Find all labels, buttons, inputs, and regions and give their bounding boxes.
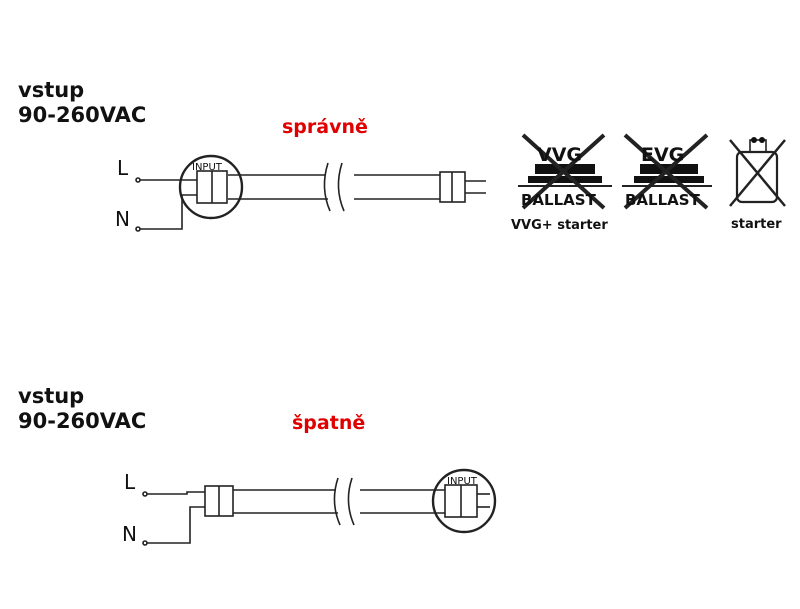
wrong-input-circle-icon <box>431 468 497 534</box>
evg-bottom-text: BALLAST <box>625 191 701 209</box>
vvg-bottom-text: BALLAST <box>521 191 597 209</box>
wrong-line-terminal <box>142 491 148 497</box>
wrong-input-tag: INPUT <box>447 476 478 487</box>
vvg-top-text: VVG <box>537 144 582 166</box>
vvg-ballast-crossed-icon <box>518 133 612 210</box>
correct-neutral-label: N <box>115 207 130 231</box>
vvg-caption: VVG+ starter <box>511 218 608 233</box>
correct-input-heading: vstup <box>18 78 85 102</box>
wrong-neutral-label: N <box>122 522 137 546</box>
correct-neutral-wire <box>140 194 197 230</box>
evg-ballast-crossed-icon <box>622 133 712 210</box>
wrong-neutral-wire <box>147 506 205 544</box>
starter-crossed-icon <box>729 137 786 207</box>
correct-neutral-terminal <box>135 226 141 232</box>
evg-top-text: EVG <box>641 144 684 166</box>
correct-status-label: správně <box>282 116 368 138</box>
wrong-neutral-terminal <box>142 540 148 546</box>
wrong-heading: vstup 90-260VAC <box>18 384 146 434</box>
wrong-status-label: špatně <box>292 412 366 434</box>
correct-heading: vstup 90-260VAC <box>18 78 146 128</box>
correct-voltage: 90-260VAC <box>18 103 147 127</box>
correct-line-terminal <box>135 177 141 183</box>
correct-tube <box>135 154 486 232</box>
wrong-input-heading: vstup <box>18 384 85 408</box>
correct-input-circle-icon <box>178 154 244 220</box>
correct-line-label: L <box>117 156 129 180</box>
wrong-voltage: 90-260VAC <box>18 409 147 433</box>
wrong-line-wire <box>147 491 205 495</box>
starter-caption: starter <box>731 217 782 232</box>
wrong-line-label: L <box>124 470 136 494</box>
wrong-tube <box>142 468 497 546</box>
correct-input-tag: INPUT <box>192 162 223 173</box>
